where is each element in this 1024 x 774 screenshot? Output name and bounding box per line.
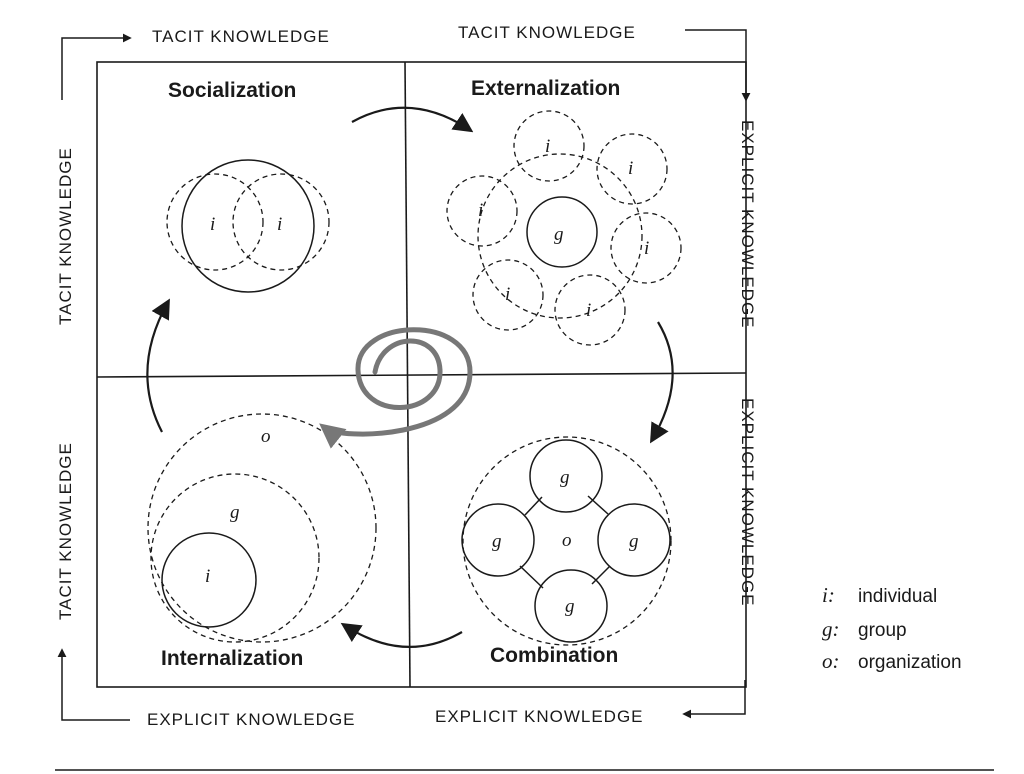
arrow-internalization-to-socialization [146, 298, 170, 433]
combination-circles [461, 436, 672, 646]
label-individual: i [545, 136, 550, 157]
edge-label-left-top: TACIT KNOWLEDGE [56, 147, 75, 325]
label-individual: i [586, 300, 591, 321]
label-individual: i [205, 566, 210, 587]
label-group: g [554, 224, 564, 245]
legend-value-group: group [858, 620, 907, 641]
arrow-combination-to-internalization [340, 622, 463, 648]
legend-key-individual: i: [822, 583, 835, 607]
legend-key-organization: o: [822, 649, 840, 673]
edge-label-bottom-right: EXPLICIT KNOWLEDGE [435, 707, 644, 726]
title-externalization: Externalization [471, 77, 620, 100]
label-individual: i [210, 214, 215, 235]
arrow-externalization-to-combination [650, 321, 674, 444]
label-individual: i [478, 200, 483, 221]
legend-key-group: g: [822, 617, 840, 641]
edge-label-bottom-left: EXPLICIT KNOWLEDGE [147, 710, 356, 729]
title-socialization: Socialization [168, 79, 296, 102]
knowledge-spiral [319, 327, 473, 449]
internalization-circles [147, 413, 377, 643]
legend-value-individual: individual [858, 586, 937, 607]
label-group: g [560, 467, 570, 488]
legend: i: individual g: group o: organization [822, 583, 962, 673]
label-individual: i [277, 214, 282, 235]
edge-label-left-bottom: TACIT KNOWLEDGE [56, 442, 75, 620]
title-combination: Combination [490, 644, 618, 667]
edge-label-top-left: TACIT KNOWLEDGE [152, 27, 330, 46]
socialization-circles [166, 159, 330, 293]
cycle-arrows [146, 106, 674, 648]
edge-label-top-right: TACIT KNOWLEDGE [458, 23, 636, 42]
legend-value-organization: organization [858, 652, 962, 673]
arrow-socialization-to-externalization [351, 106, 474, 133]
label-group: g [230, 502, 240, 523]
title-internalization: Internalization [161, 647, 303, 670]
outer-arrows [57, 29, 751, 721]
label-group: g [492, 531, 502, 552]
label-group: g [565, 596, 575, 617]
label-organization: o [261, 426, 271, 447]
quadrant-frame [96, 61, 747, 688]
top-left-arrow [61, 33, 132, 100]
label-group: g [629, 531, 639, 552]
bottom-right-arrow [682, 680, 746, 719]
bottom-left-arrow [57, 648, 130, 721]
top-right-arrow [685, 29, 751, 102]
edge-label-right-top: EXPLICIT KNOWLEDGE [738, 120, 757, 329]
label-organization: o [562, 530, 572, 551]
externalization-circles [446, 110, 682, 346]
label-individual: i [644, 238, 649, 259]
label-individual: i [505, 284, 510, 305]
edge-label-right-bottom: EXPLICIT KNOWLEDGE [738, 398, 757, 607]
label-individual: i [628, 158, 633, 179]
